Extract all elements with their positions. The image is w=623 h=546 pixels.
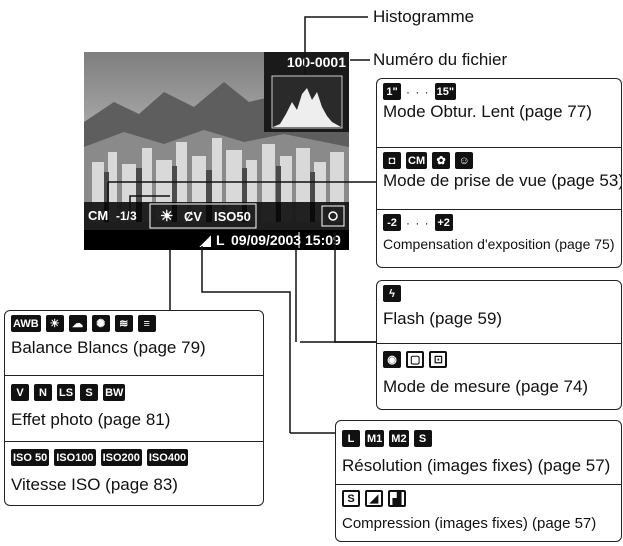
histogram-callout: Histogramme xyxy=(373,7,475,26)
camera-screen: 100-0001 CM -1/3 ☀ ȻV ISO50 ◢ L 09/09/20… xyxy=(84,52,349,250)
shooting-mode-label: Mode de prise de vue (page 53) xyxy=(383,171,622,190)
shutter-15s-icon: 15" xyxy=(434,83,457,100)
resolution-large-icon: L xyxy=(342,430,360,447)
range-dots: · · · xyxy=(406,84,430,99)
spot-metering-icon: ⊡ xyxy=(429,351,448,368)
exposure-minus-2-icon: -2 xyxy=(383,214,401,231)
normal-icon: ▟ xyxy=(388,490,406,507)
photo-effect-icon: ȻV xyxy=(184,209,202,224)
white-balance-section: AWB ☀ ☁ ✺ ≋ ≡ Balance Blancs (page 79) xyxy=(5,311,263,375)
metering-section: ◉ ▢ ⊡ Mode de mesure (page 74) xyxy=(377,343,621,409)
photo-effect-section: V N LS S BW Effet photo (page 81) xyxy=(5,375,263,442)
flash-metering-box: ϟ Flash (page 59) ◉ ▢ ⊡ Mode de mesure (… xyxy=(376,280,622,410)
macro-icon: ✿ xyxy=(432,152,451,169)
time-readout: 15:09 xyxy=(305,232,341,248)
iso-50-icon: ISO 50 xyxy=(11,449,50,466)
flash-icon: ϟ xyxy=(383,285,401,302)
resolution-m1-icon: M1 xyxy=(365,430,385,447)
neutral-effect-icon: N xyxy=(34,384,52,401)
metering-label: Mode de mesure (page 74) xyxy=(383,377,589,396)
resolution-m2-icon: M2 xyxy=(389,430,409,447)
iso-readout: ISO50 xyxy=(214,209,251,224)
daylight-icon: ☀ xyxy=(45,315,64,332)
compression-section: S ◢ ▟ Compression (images fixes) (page 5… xyxy=(336,484,621,541)
camera-icon: ◘ xyxy=(383,152,401,169)
portrait-icon: ☺ xyxy=(455,152,474,169)
metering-icon xyxy=(328,211,338,221)
flash-section: ϟ Flash (page 59) xyxy=(377,281,621,343)
center-weighted-metering-icon: ▢ xyxy=(406,351,425,368)
white-balance-label: Balance Blancs (page 79) xyxy=(11,338,206,357)
bw-effect-icon: BW xyxy=(103,384,126,401)
cloudy-icon: ☁ xyxy=(68,315,87,332)
custom-mode-icon: CM xyxy=(406,152,428,169)
shooting-mode-icon: CM xyxy=(88,208,108,223)
fluorescent-icon: ≋ xyxy=(114,315,133,332)
file-number-callout: Numéro du fichier xyxy=(373,50,508,69)
shutter-1s-icon: 1" xyxy=(383,83,401,100)
low-sharpening-icon: LS xyxy=(57,384,76,401)
compression-icon: ◢ xyxy=(199,232,211,248)
iso-label: Vitesse ISO (page 83) xyxy=(11,475,178,494)
evaluative-metering-icon: ◉ xyxy=(383,351,401,368)
range-dots: · · · xyxy=(406,215,430,230)
file-number: 100-0001 xyxy=(287,54,346,70)
auto-wb-icon: AWB xyxy=(11,315,41,332)
resolution-icon: L xyxy=(216,232,225,248)
resolution-small-icon: S xyxy=(413,430,432,447)
iso-400-icon: ISO400 xyxy=(146,449,189,466)
exposure-comp-label: Compensation d'exposition (page 75) xyxy=(383,236,615,252)
resolution-label: Résolution (images fixes) (page 57) xyxy=(342,456,611,475)
wb-effect-iso-box: AWB ☀ ☁ ✺ ≋ ≡ Balance Blancs (page 79) V… xyxy=(4,310,264,506)
photo-effect-label: Effet photo (page 81) xyxy=(11,410,171,429)
flash-label: Flash (page 59) xyxy=(383,309,503,328)
exposure-comp-section: -2 · · · +2 Compensation d'exposition (p… xyxy=(377,209,621,267)
histogram-curve xyxy=(273,88,341,127)
exposure-comp-value: -1/3 xyxy=(116,209,137,223)
iso-section: ISO 50 ISO100 ISO200 ISO400 Vitesse ISO … xyxy=(5,441,263,505)
slow-shutter-section: 1" · · · 15" Mode Obtur. Lent (page 77) xyxy=(377,79,621,147)
iso-200-icon: ISO200 xyxy=(100,449,142,466)
date-readout: 09/09/2003 xyxy=(231,232,301,248)
shooting-mode-section: ◘ CM ✿ ☺ Mode de prise de vue (page 53) xyxy=(377,147,621,210)
sepia-effect-icon: S xyxy=(80,384,99,401)
resolution-section: L M1 M2 S Résolution (images fixes) (pag… xyxy=(336,421,621,484)
resolution-compression-box: L M1 M2 S Résolution (images fixes) (pag… xyxy=(335,420,622,542)
fluorescent-h-icon: ≡ xyxy=(137,315,156,332)
compression-label: Compression (images fixes) (page 57) xyxy=(342,515,597,532)
fine-icon: ◢ xyxy=(365,490,383,507)
iso-100-icon: ISO100 xyxy=(54,449,96,466)
superfine-icon: S xyxy=(342,490,360,507)
tungsten-icon: ✺ xyxy=(91,315,110,332)
vivid-effect-icon: V xyxy=(11,384,29,401)
white-balance-sun-icon: ☀ xyxy=(160,208,173,225)
exposure-plus-2-icon: +2 xyxy=(434,214,453,231)
shutter-mode-exposure-box: 1" · · · 15" Mode Obtur. Lent (page 77) … xyxy=(376,78,622,268)
slow-shutter-label: Mode Obtur. Lent (page 77) xyxy=(383,102,592,121)
